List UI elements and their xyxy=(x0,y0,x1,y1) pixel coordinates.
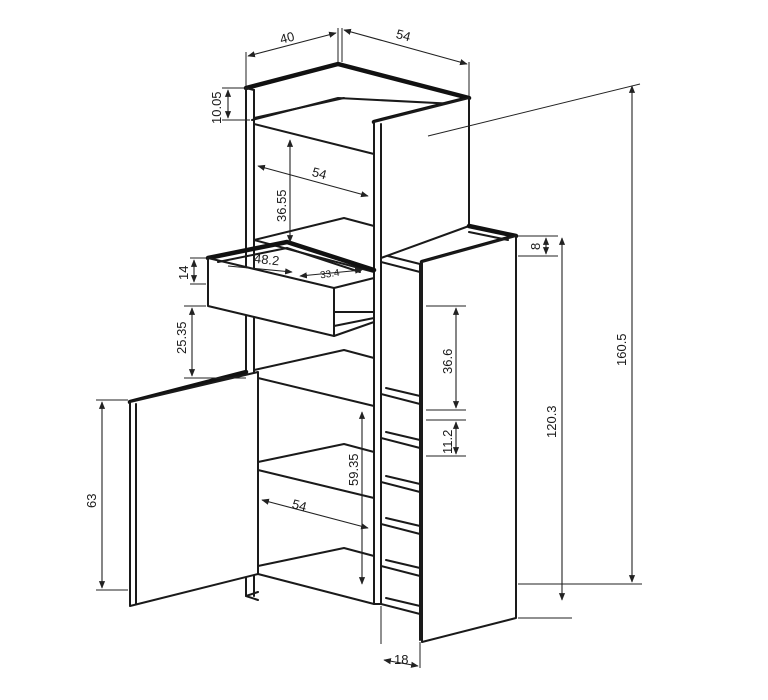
label-inner-width-upper: 54 xyxy=(310,164,328,182)
right-cabinet xyxy=(419,223,519,643)
cabinet-body xyxy=(127,61,519,643)
left-door xyxy=(127,369,259,607)
label-drawer-depth: 33.4 xyxy=(320,268,341,282)
drawer xyxy=(205,239,377,337)
label-door-height: 63 xyxy=(84,494,99,508)
bottom-panel xyxy=(245,547,375,605)
label-top-width: 54 xyxy=(394,26,412,44)
label-side-shelf-spacing: 36.6 xyxy=(440,349,455,374)
middle-shelf xyxy=(253,349,375,407)
label-shoe-rack-depth: 18 xyxy=(394,652,408,667)
label-top-depth: 40 xyxy=(278,29,296,47)
label-top-panel-height: 10.05 xyxy=(209,91,224,124)
label-right-cabinet-height: 120.3 xyxy=(544,405,559,438)
label-total-height: 160.5 xyxy=(614,333,629,366)
dimension-labels: 40 54 10.05 54 36.55 14 48.2 33.4 25.35 … xyxy=(84,26,629,667)
label-drawer-height: 14 xyxy=(176,266,191,280)
dimension-lines xyxy=(96,28,642,668)
label-small-shelf-spacing: 11.2 xyxy=(440,430,455,454)
label-right-cabinet-offset: 8 xyxy=(528,243,543,250)
label-drawer-width: 48.2 xyxy=(253,251,280,269)
label-inner-width-lower: 54 xyxy=(290,496,308,514)
top-front-edge xyxy=(245,87,255,91)
label-lower-compartment-height: 59.35 xyxy=(346,453,361,486)
label-gap-below-drawer: 25.35 xyxy=(174,321,189,354)
shoe-rack-shelves xyxy=(380,255,421,615)
upper-shelf-1 xyxy=(253,97,375,155)
label-upper-shelf-height: 36.55 xyxy=(274,189,289,222)
